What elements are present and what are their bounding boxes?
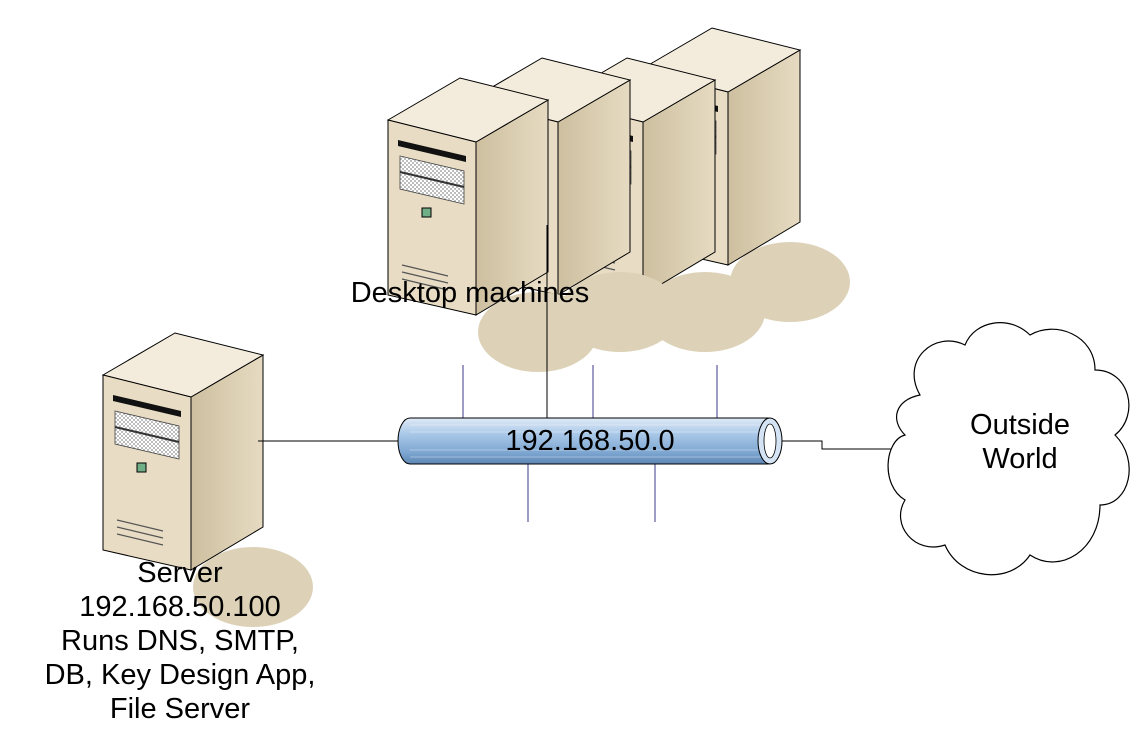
network-taps: [462, 365, 718, 522]
server-label-line: Server: [137, 557, 223, 589]
cloud-icon: [887, 322, 1130, 576]
server-label-line: File Server: [109, 693, 251, 725]
server-label-line: DB, Key Design App,: [44, 659, 316, 691]
network-pipe-icon: [397, 417, 783, 465]
server-label-line: 192.168.50.100: [79, 591, 281, 623]
cloud-label-line: World: [982, 443, 1058, 475]
cloud-label-line: Outside: [970, 409, 1070, 441]
cloud-label: Outside World: [925, 408, 1115, 476]
connection-lines: [258, 225, 910, 450]
server-label-line: Runs DNS, SMTP,: [61, 625, 299, 657]
server-label: Server 192.168.50.100 Runs DNS, SMTP, DB…: [0, 556, 360, 726]
desktops-label: Desktop machines: [350, 277, 590, 309]
network-label: 192.168.50.0: [505, 425, 675, 457]
internet-link: [782, 440, 910, 450]
